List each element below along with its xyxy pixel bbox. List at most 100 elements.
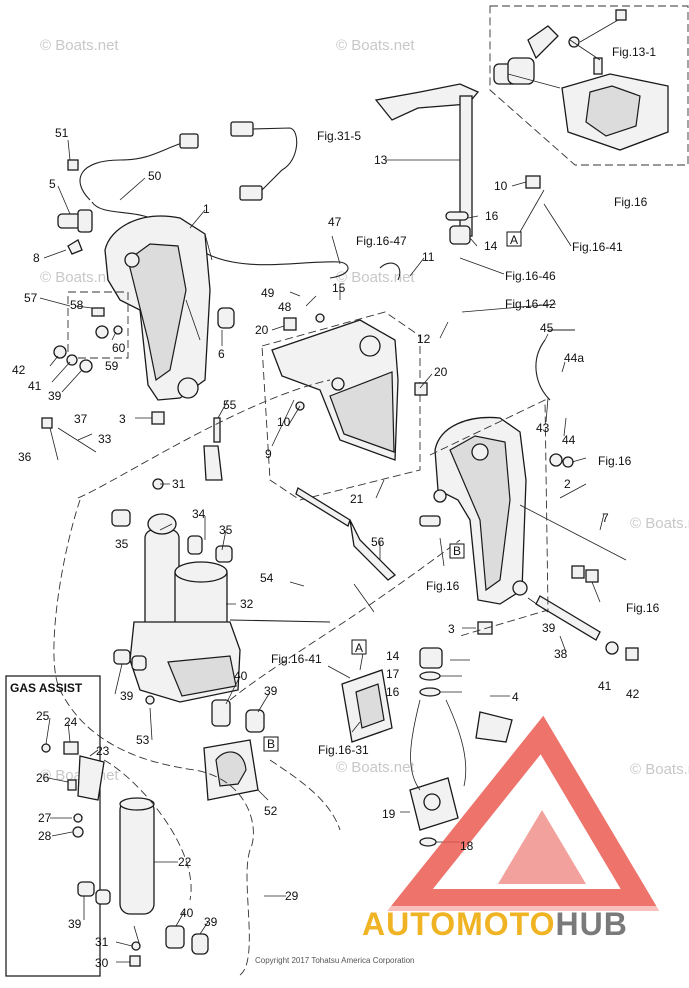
callout-label: 25 xyxy=(36,709,50,723)
callout-label: 58 xyxy=(70,298,84,312)
callout-label: 31 xyxy=(95,935,109,949)
callout-label: 27 xyxy=(38,811,52,825)
callout-label: 20 xyxy=(255,323,269,337)
callout-label: 51 xyxy=(55,126,69,140)
callout-label: 26 xyxy=(36,771,50,785)
callout-label: 44a xyxy=(564,351,584,365)
callout-label: Fig.16 xyxy=(626,601,660,615)
callout-label: Fig.16-46 xyxy=(505,269,556,283)
brand-name: AUTOMOTOHUB xyxy=(362,906,628,942)
watermark: © Boats.net xyxy=(336,37,415,54)
automotohub-logo: AUTOMOTOHUB xyxy=(360,715,682,942)
callout-label: 42 xyxy=(626,687,640,701)
callout-label: 39 xyxy=(264,684,278,698)
callout-label: 33 xyxy=(98,432,112,446)
callout-label: 52 xyxy=(264,804,278,818)
tilt-stopper xyxy=(341,647,513,847)
callout-label: 28 xyxy=(38,829,52,843)
callout-label: 31 xyxy=(172,477,186,491)
callout-label: B xyxy=(267,737,275,751)
callout-labels: 51 50 5 1 8 57 58 60 59 42 41 39 6 3 37 … xyxy=(12,45,660,970)
callout-label: 3 xyxy=(119,412,126,426)
gas-assist-box: GAS ASSIST xyxy=(5,675,209,977)
callout-label: Fig.16 xyxy=(614,195,648,209)
watermark: © Boats.net xyxy=(336,759,415,776)
copyright-notice: Copyright 2017 Tohatsu America Corporati… xyxy=(255,956,415,965)
callout-label: A xyxy=(510,233,518,247)
callout-label: 10 xyxy=(494,179,508,193)
callout-label: 5 xyxy=(49,177,56,191)
callout-label: 12 xyxy=(417,332,431,346)
callout-label: 34 xyxy=(192,507,206,521)
callout-label: 55 xyxy=(223,398,237,412)
callout-label: 50 xyxy=(148,169,162,183)
callout-label: 41 xyxy=(598,679,612,693)
callout-label: 8 xyxy=(33,251,40,265)
watermark: © Boats.net xyxy=(336,269,415,286)
gas-assist-title: GAS ASSIST xyxy=(10,681,83,695)
callout-label: 17 xyxy=(386,667,400,681)
callout-label: 45 xyxy=(540,321,554,335)
steering-shaft xyxy=(374,83,545,245)
callout-label: 36 xyxy=(18,450,32,464)
power-tilt-unit xyxy=(111,509,331,801)
callout-label: 37 xyxy=(74,412,88,426)
callout-label: 53 xyxy=(136,733,150,747)
callout-label: 35 xyxy=(115,537,129,551)
reference-boxes xyxy=(263,231,522,752)
callout-label: 7 xyxy=(602,511,609,525)
callout-label: Fig.16 xyxy=(426,579,460,593)
callout-label: 13 xyxy=(374,153,388,167)
callout-label: 3 xyxy=(448,622,455,636)
callout-label: 23 xyxy=(96,744,110,758)
callout-label: 40 xyxy=(234,669,248,683)
callout-label: 57 xyxy=(24,291,38,305)
swivel-bracket-left xyxy=(104,215,213,401)
callout-label: 54 xyxy=(260,571,274,585)
callout-label: 39 xyxy=(68,917,82,931)
callout-label: 43 xyxy=(536,421,550,435)
callout-label: 39 xyxy=(120,689,134,703)
swivel-bracket-right xyxy=(295,399,639,661)
callout-label: B xyxy=(453,544,461,558)
callout-label: 32 xyxy=(240,597,254,611)
callout-label: 29 xyxy=(285,889,299,903)
callout-label: 2 xyxy=(564,477,571,491)
callout-label: Fig.16-42 xyxy=(505,297,556,311)
callout-label: 16 xyxy=(485,209,499,223)
inset-steering-group xyxy=(489,5,689,166)
callout-label: 39 xyxy=(542,621,556,635)
callout-label: 30 xyxy=(95,956,109,970)
callout-label: 39 xyxy=(204,915,218,929)
callout-label: Fig.16-47 xyxy=(356,234,407,248)
callout-label: Fig.16-41 xyxy=(572,240,623,254)
leader-lines xyxy=(39,139,605,963)
callout-label: Fig.16 xyxy=(598,454,632,468)
hose-outline xyxy=(53,379,461,976)
callout-label: 4 xyxy=(512,690,519,704)
callout-label: 60 xyxy=(112,341,126,355)
callout-label: 41 xyxy=(28,379,42,393)
callout-label: Fig.16-41 xyxy=(271,652,322,666)
callout-label: 48 xyxy=(278,300,292,314)
callout-label: 6 xyxy=(218,347,225,361)
callout-label: 44 xyxy=(562,433,576,447)
watermark: © Boats.net xyxy=(40,37,119,54)
callout-label: 16 xyxy=(386,685,400,699)
brand-part-2: HUB xyxy=(555,906,627,942)
watermark: © Boats.net xyxy=(630,761,689,778)
callout-label: 35 xyxy=(219,523,233,537)
callout-label: 56 xyxy=(371,535,385,549)
callout-label: 47 xyxy=(328,215,342,229)
callout-label: 59 xyxy=(105,359,119,373)
callout-label: 24 xyxy=(64,715,78,729)
callout-label: 39 xyxy=(48,389,62,403)
callout-label: Fig.31-5 xyxy=(317,129,361,143)
callout-label: 11 xyxy=(422,250,435,264)
callout-label: Fig.16-31 xyxy=(318,743,369,757)
callout-label: 19 xyxy=(382,807,396,821)
callout-label: 18 xyxy=(460,839,474,853)
callout-label: 1 xyxy=(203,202,210,216)
brand-part-1: AUTOMOTO xyxy=(362,906,555,942)
callout-label: 20 xyxy=(434,365,448,379)
